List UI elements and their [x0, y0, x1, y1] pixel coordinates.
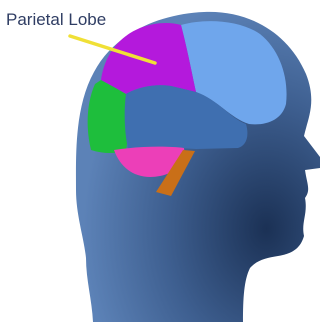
parietal-lobe-label: Parietal Lobe — [6, 10, 106, 29]
parietal-lobe-region — [101, 23, 196, 94]
